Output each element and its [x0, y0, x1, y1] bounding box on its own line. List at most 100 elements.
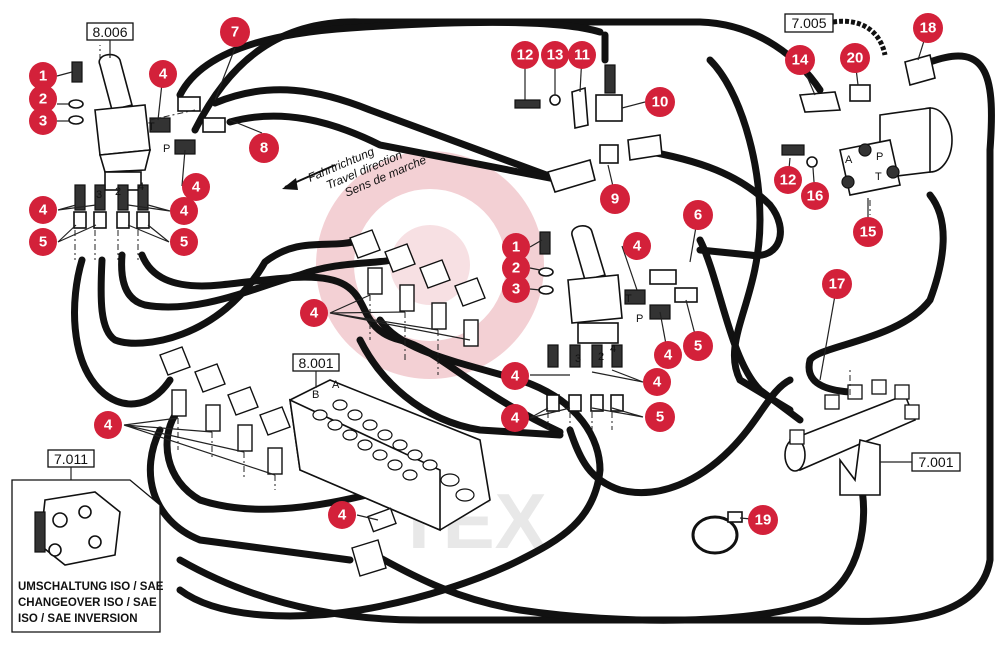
svg-text:6: 6 [694, 207, 702, 224]
callout-16: 16 [801, 182, 829, 210]
port-2-left: 2 [115, 186, 121, 198]
callout-11: 11 [568, 41, 596, 69]
svg-text:4: 4 [192, 179, 201, 196]
manifold [691, 379, 920, 555]
elbow-fittings [159, 229, 486, 577]
callout-8: 8 [249, 133, 279, 163]
svg-text:13: 13 [547, 47, 564, 64]
callout-4-k: 4 [643, 368, 671, 396]
inset-line-3: ISO / SAE INVERSION [18, 613, 138, 625]
svg-text:1: 1 [39, 68, 47, 85]
callout-5-d: 5 [645, 402, 675, 432]
ref-box-8006: 8.006 [86, 22, 134, 58]
callout-4-g: 4 [328, 501, 356, 529]
svg-text:11: 11 [574, 47, 590, 64]
callout-5-c: 5 [683, 331, 713, 361]
inset-line-2: CHANGEOVER ISO / SAE [18, 597, 157, 609]
callout-4-j: 4 [501, 362, 529, 390]
svg-text:4: 4 [180, 203, 189, 220]
callout-4-l: 4 [501, 404, 529, 432]
callout-3-lower: 3 [502, 275, 530, 303]
svg-text:10: 10 [652, 94, 669, 111]
port-p-15: P [876, 151, 883, 163]
callout-18: 18 [913, 13, 943, 43]
callout-4-d: 4 [170, 197, 198, 225]
svg-text:19: 19 [755, 512, 772, 529]
svg-text:5: 5 [694, 338, 702, 355]
alignment-lines [74, 45, 871, 490]
inset-changeover: 7.011 UMSCHALTUNG ISO / SAE CHANGEOVER I… [11, 449, 164, 633]
svg-text:18: 18 [920, 20, 937, 37]
port-4-left: 4 [138, 181, 144, 193]
ref-box-7005: 7.005 [784, 13, 888, 56]
callout-4-c: 4 [29, 196, 57, 224]
valve-block: B A [288, 379, 491, 532]
svg-text:4: 4 [104, 417, 113, 434]
hose-network [71, 18, 995, 625]
port-4-right: 4 [610, 343, 616, 355]
callout-7: 7 [220, 17, 250, 47]
port-b-valve: B [312, 389, 319, 401]
svg-text:17: 17 [829, 276, 846, 293]
svg-text:3: 3 [512, 281, 520, 298]
joystick-left: 3 2 4 P T [68, 53, 226, 229]
port-a-15: A [845, 154, 853, 166]
svg-text:4: 4 [633, 238, 642, 255]
callout-4-b: 4 [182, 173, 210, 201]
svg-text:14: 14 [792, 52, 809, 69]
ref-7005-label: 7.005 [791, 15, 826, 31]
port-a-valve: A [332, 379, 340, 391]
ref-8006-label: 8.006 [92, 24, 127, 40]
port-p-left: P [163, 143, 170, 155]
callout-12-a: 12 [511, 41, 539, 69]
callout-19: 19 [748, 505, 778, 535]
callout-15: 15 [853, 217, 883, 247]
pressure-valve-assembly: A P T [781, 54, 953, 196]
svg-text:2: 2 [39, 91, 47, 108]
callout-5-b: 5 [170, 228, 198, 256]
callout-5-a: 5 [29, 228, 57, 256]
svg-text:4: 4 [338, 507, 347, 524]
callout-1-lower: 1 [502, 233, 530, 261]
svg-text:4: 4 [511, 368, 520, 385]
ref-box-8001: 8.001 [292, 353, 340, 388]
ref-box-7011: 7.011 [47, 449, 95, 468]
port-t-right: T [625, 293, 632, 305]
svg-text:9: 9 [611, 191, 619, 208]
svg-text:2: 2 [512, 260, 520, 277]
callout-4-a: 4 [149, 60, 177, 88]
callout-20: 20 [840, 43, 870, 73]
port-3-right: 3 [575, 353, 581, 365]
port-t-left: T [148, 121, 155, 133]
callout-6: 6 [683, 200, 713, 230]
callout-10: 10 [645, 87, 675, 117]
svg-text:16: 16 [807, 188, 824, 205]
svg-text:4: 4 [664, 347, 673, 364]
center-fittings [514, 64, 663, 193]
ref-7001-label: 7.001 [918, 454, 953, 470]
callout-1-upper: 1 [29, 62, 57, 90]
svg-text:4: 4 [159, 66, 168, 83]
callout-4-h: 4 [623, 232, 651, 260]
svg-text:5: 5 [39, 234, 47, 251]
port-3-left: 3 [96, 189, 102, 201]
callout-13: 13 [541, 41, 569, 69]
ref-8001-label: 8.001 [298, 355, 333, 371]
svg-text:4: 4 [310, 305, 319, 322]
svg-text:5: 5 [180, 234, 188, 251]
svg-text:7: 7 [231, 24, 239, 41]
svg-text:12: 12 [517, 47, 534, 64]
svg-text:15: 15 [860, 224, 877, 241]
svg-text:4: 4 [39, 202, 48, 219]
svg-text:8: 8 [260, 140, 268, 157]
inset-line-1: UMSCHALTUNG ISO / SAE [18, 581, 164, 593]
callout-2-lower: 2 [502, 254, 530, 282]
port-t-15: T [875, 171, 882, 183]
svg-text:20: 20 [847, 50, 864, 67]
callout-14: 14 [785, 45, 815, 75]
ref-7011-label: 7.011 [54, 451, 88, 467]
svg-text:3: 3 [39, 113, 47, 130]
svg-text:4: 4 [653, 374, 662, 391]
callout-2-upper: 2 [29, 85, 57, 113]
